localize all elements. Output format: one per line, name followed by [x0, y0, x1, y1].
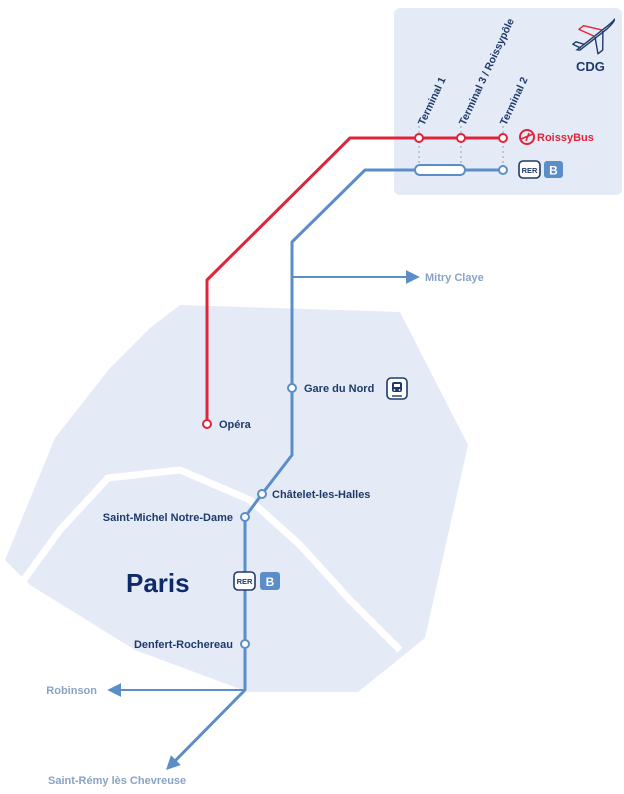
rer-icon — [233, 571, 256, 591]
roissybus-stop-opera[interactable] — [202, 419, 212, 429]
city-label: Paris — [126, 568, 190, 598]
rer-stop-chatelet[interactable] — [257, 489, 267, 499]
roissybus-stop-terminal-1[interactable] — [414, 133, 424, 143]
rer-line-b-icon — [544, 161, 563, 178]
rer-network-label: RER — [522, 166, 538, 175]
rer-line-label: B — [549, 164, 558, 178]
rer-stop-saint-michel[interactable] — [240, 512, 250, 522]
rer-b-badge-city: RER B — [233, 571, 280, 591]
train-icon — [386, 377, 408, 400]
rer-b-badge-airport: RER B — [518, 160, 563, 179]
rer-icon — [518, 160, 541, 179]
roissybus-line — [205, 136, 503, 424]
rer-line-label: B — [266, 575, 275, 589]
station-label-denfert: Denfert-Rochereau — [134, 639, 233, 651]
rer-network-label: RER — [237, 577, 253, 586]
station-label-saint-michel: Saint-Michel Notre-Dame — [103, 512, 233, 524]
branch-label-robinson: Robinson — [46, 685, 97, 697]
rer-stop-terminal-2[interactable] — [498, 165, 508, 175]
airport-code: CDG — [576, 59, 605, 74]
branch-label-mitry: Mitry Claye — [425, 272, 484, 284]
station-label-gare-du-nord: Gare du Nord — [304, 383, 374, 395]
station-label-opera: Opéra — [219, 419, 252, 431]
paris-area — [5, 305, 468, 692]
rer-stop-terminal-1-3[interactable] — [414, 164, 466, 176]
station-label-chatelet: Châtelet-les-Halles — [272, 489, 370, 501]
roissybus-logo-icon — [519, 129, 535, 145]
rer-b-line — [168, 168, 503, 768]
saint-remy-branch-arrow — [166, 755, 181, 770]
roissybus-stop-terminal-3[interactable] — [456, 133, 466, 143]
rer-stop-denfert[interactable] — [240, 639, 250, 649]
airplane-icon — [572, 18, 616, 55]
cdg-airport-box — [394, 8, 622, 195]
rer-stop-gare-du-nord[interactable] — [287, 383, 297, 393]
seine-river — [12, 466, 403, 653]
roissybus-label: RoissyBus — [537, 132, 594, 144]
branch-label-saint-remy: Saint-Rémy lès Chevreuse — [48, 775, 186, 787]
rer-line-b-icon — [260, 572, 280, 590]
roissybus-stop-terminal-2[interactable] — [498, 133, 508, 143]
